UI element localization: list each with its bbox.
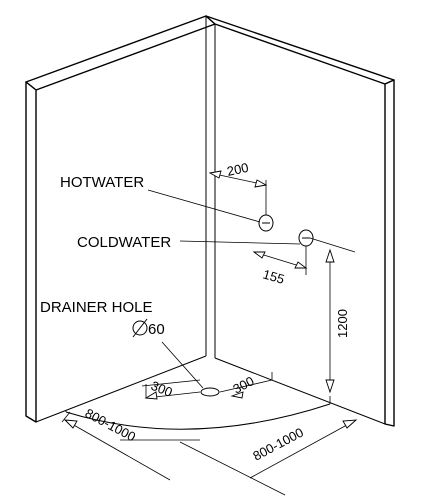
dimension-200: 200 (208, 160, 268, 215)
drain-hole (200, 387, 220, 397)
leader-lines (147, 189, 301, 389)
dimension-1200: 1200 (325, 248, 350, 394)
right-wall (205, 15, 395, 427)
hot-water-fitting (258, 214, 274, 232)
dim-155-label: 155 (261, 266, 286, 286)
dimension-800-1000-left: 800-1000 (61, 405, 200, 481)
diameter-symbol-icon (132, 318, 148, 338)
dim-800-1000-right-label: 800-1000 (250, 425, 306, 464)
dimension-300-left: 300 (141, 378, 201, 400)
drainer-diameter-label: 60 (148, 321, 165, 338)
dimension-800-1000-right: 800-1000 (179, 396, 358, 496)
dimension-155: 155 (252, 237, 356, 287)
drainer-hole-label: DRAINER HOLE (40, 299, 153, 316)
dim-1200-label: 1200 (335, 309, 350, 338)
dimension-300-right: 300 (219, 372, 273, 399)
dim-800-1000-left-label: 800-1000 (83, 405, 139, 444)
cold-water-label: COLDWATER (77, 234, 171, 251)
dim-200-label: 200 (226, 160, 250, 179)
hot-water-label: HOTWATER (60, 174, 144, 191)
left-wall (25, 15, 216, 423)
floor (35, 355, 386, 430)
dim-300-right-label: 300 (230, 373, 256, 396)
